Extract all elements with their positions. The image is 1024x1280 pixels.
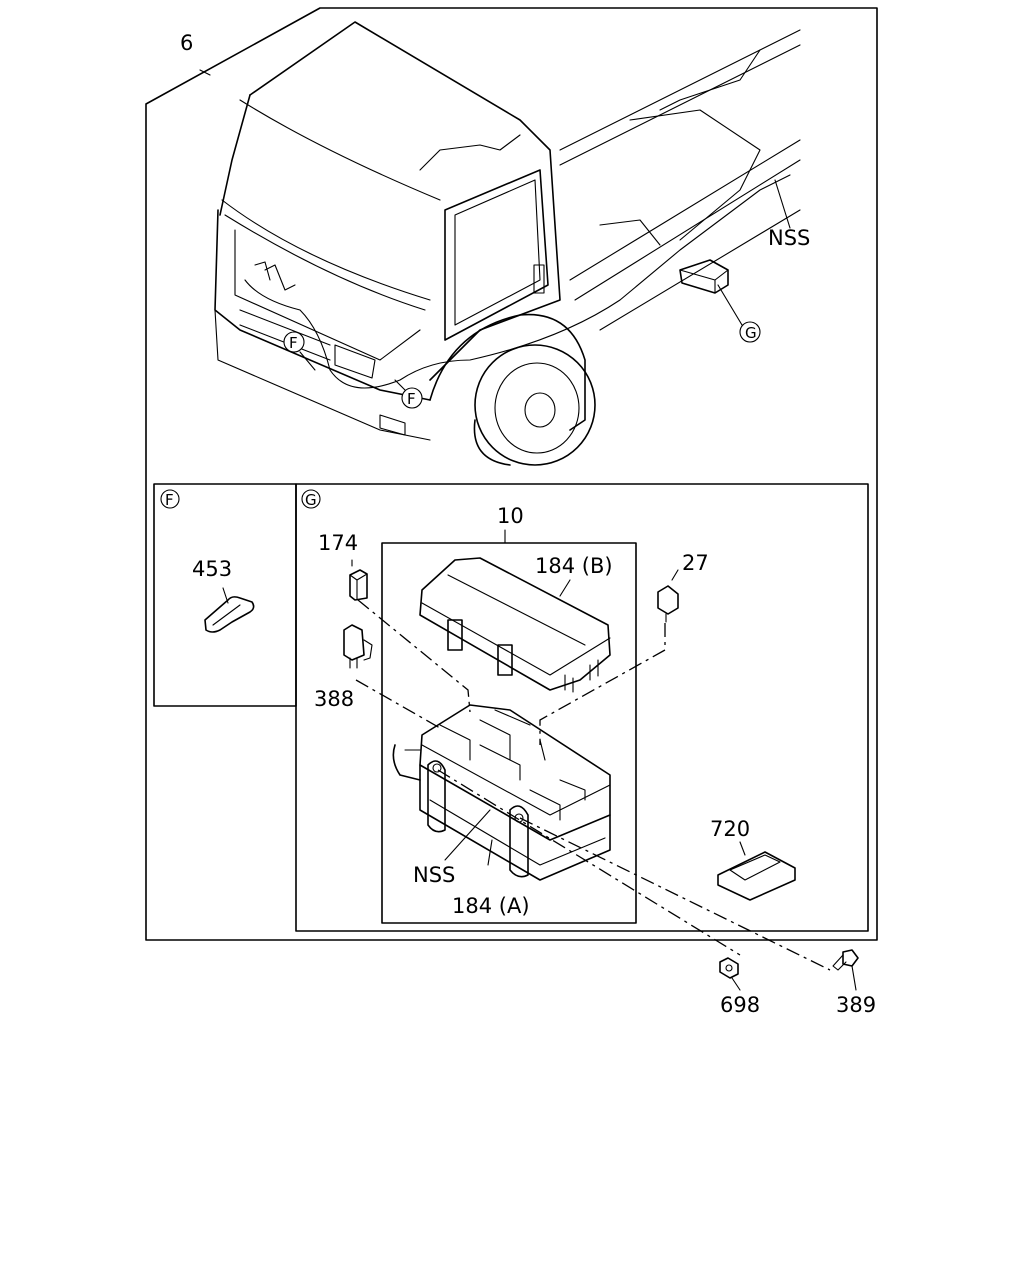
callout-f-truck-2: F bbox=[401, 387, 423, 409]
label-part-389: 389 bbox=[836, 993, 876, 1017]
callout-f-truck-2-letter: F bbox=[407, 390, 416, 408]
label-part-174: 174 bbox=[318, 531, 358, 555]
bolt-389 bbox=[832, 949, 859, 991]
assembly-leader-lines bbox=[355, 599, 831, 971]
label-part-184b: 184 (B) bbox=[535, 554, 613, 578]
fuse-box-cover bbox=[419, 557, 611, 693]
label-part-10: 10 bbox=[497, 504, 524, 528]
detail-panel-f: F bbox=[153, 483, 297, 707]
bracket-720 bbox=[717, 841, 796, 901]
fuse-27 bbox=[657, 569, 679, 623]
label-part-184a: 184 (A) bbox=[452, 894, 530, 918]
callout-g-truck-letter: G bbox=[745, 324, 757, 342]
panel-f-letter: F bbox=[165, 491, 174, 509]
fuse-box-base bbox=[392, 704, 611, 881]
callout-g-truck: G bbox=[739, 321, 761, 343]
truck-illustration bbox=[214, 21, 801, 466]
detail-panel-g: G bbox=[295, 483, 869, 932]
label-part-720: 720 bbox=[710, 817, 750, 841]
label-assembly-6: 6 bbox=[180, 31, 193, 55]
relay-174 bbox=[349, 559, 368, 601]
relay-388 bbox=[343, 624, 373, 669]
label-nss-top: NSS bbox=[768, 226, 810, 250]
label-nss-bottom: NSS bbox=[413, 863, 455, 887]
label-part-698: 698 bbox=[720, 993, 760, 1017]
callout-f-truck-1-letter: F bbox=[289, 334, 298, 352]
label-part-453: 453 bbox=[192, 557, 232, 581]
outer-frame bbox=[145, 7, 878, 941]
label-part-27: 27 bbox=[682, 551, 709, 575]
callout-f-truck-1: F bbox=[283, 331, 305, 353]
label-part-388: 388 bbox=[314, 687, 354, 711]
nut-698 bbox=[719, 957, 741, 991]
panel-g-letter: G bbox=[305, 491, 317, 509]
